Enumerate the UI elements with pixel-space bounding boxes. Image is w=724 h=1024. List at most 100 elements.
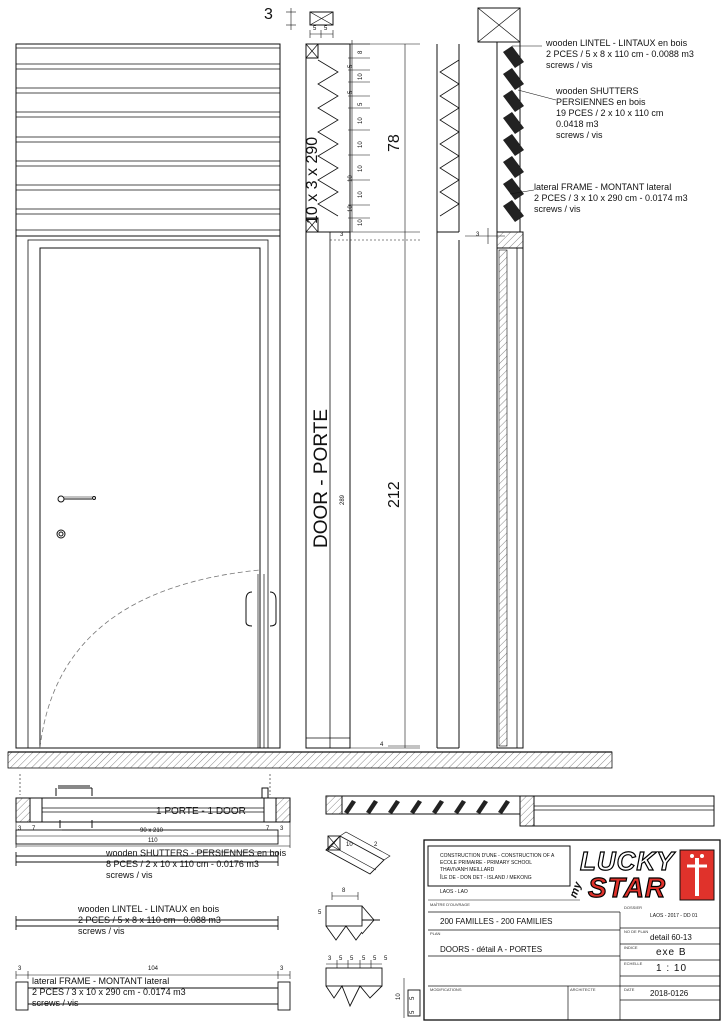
part-frame-sec-dim: 5 [384, 956, 388, 962]
section-detail [477, 7, 524, 749]
tb-date-label: DATE [624, 987, 635, 992]
shutter-dim: 10 [348, 175, 354, 182]
tb-owner-label: MAÎTRE D'OUVRAGE [430, 902, 470, 907]
part-frame-sec-dim: 5 [339, 956, 343, 962]
tb-indice: exe B [656, 947, 687, 958]
door-label: DOOR - PORTE [311, 409, 332, 548]
title-block-frame [423, 839, 721, 1021]
section-frame [305, 11, 351, 749]
tb-indice-label: INDICE [624, 945, 638, 950]
plan-dim-3-left: 3 [18, 826, 22, 832]
part-frame-side-dim: 5 [410, 996, 416, 1000]
part-frame-dim-3b: 3 [280, 966, 284, 972]
callout-shutters-line2: PERSIENNES en bois [556, 97, 646, 107]
plan-dim-7-left: 7 [32, 826, 36, 832]
tb-project-line3: THAVIVANH MEILLARD [440, 867, 495, 873]
shutter-dim: 10 [358, 141, 364, 148]
tb-plan: DOORS - détail A - PORTES [440, 945, 543, 954]
part-shutter [15, 829, 391, 875]
part-shutters-sec-dim: 2 [374, 842, 378, 848]
shutter-dim: 8 [358, 50, 364, 54]
callout-shutters-line4: 0.0418 m3 [556, 119, 599, 129]
part-shutters-line1: wooden SHUTTERS - PERSIENNES en bois [106, 848, 287, 858]
part-frame-line3: screws / vis [32, 998, 79, 1008]
shutter-slats [16, 47, 280, 231]
tb-no-plan-label: NO DE PLAN [624, 929, 649, 934]
callout-lintel-line3: screws / vis [546, 60, 593, 70]
shutter-dim: 5 [348, 64, 354, 68]
dim-289: 289 [340, 494, 346, 505]
tb-architect-label: ARCHITECTE [570, 987, 596, 992]
dim-3-mid-b: 3 [476, 232, 480, 238]
logo-lucky: LUCKY [579, 845, 675, 876]
shutter-dim: 10 [358, 73, 364, 80]
tb-plan-label: PLAN [430, 931, 441, 936]
plan-dim-3-right: 3 [280, 826, 284, 832]
part-frame-dim-104: 104 [148, 966, 159, 972]
floor-slab [7, 751, 613, 769]
part-shutters-sec-dim: 10 [346, 842, 353, 848]
part-lintel-sec-dim: 8 [342, 888, 346, 894]
part-frame-sec-dim: 3 [328, 956, 332, 962]
part-frame-line2: 2 PCES / 3 x 10 x 290 cm - 0.0174 m3 [32, 987, 186, 997]
tb-date: 2018-0126 [650, 989, 689, 998]
frame-size-label: 10 x 3 x 290 [304, 136, 321, 224]
logo-mascot [679, 849, 715, 901]
plan-dim-110: 110 [148, 838, 158, 844]
callout-frame-line1: lateral FRAME - MONTANT lateral [534, 182, 672, 192]
dim-4: 4 [380, 742, 384, 748]
shutter-dim: 10 [358, 165, 364, 172]
callout-frame-line3: screws / vis [534, 204, 581, 214]
part-frame-sec-dim: 5 [350, 956, 354, 962]
part-lintel-line1: wooden LINTEL - LINTAUX en bois [78, 904, 220, 914]
shutter-dim: 5 [348, 90, 354, 94]
tb-echelle-label: ECHELLE [624, 961, 643, 966]
dimension-chains [286, 8, 420, 749]
part-frame [15, 960, 421, 1018]
plan-strip [325, 795, 715, 827]
dim-3-mid-a: 3 [340, 232, 344, 238]
shutter-dim: 10 [358, 219, 364, 226]
tb-echelle: 1 : 10 [656, 963, 688, 974]
callout-shutters-line3: 19 PCES / 2 x 10 x 110 cm [556, 108, 664, 118]
part-lintel-line2: 2 PCES / 5 x 8 x 110 cm - 0.088 m3 [78, 915, 221, 925]
part-frame-dim-3a: 3 [18, 966, 22, 972]
tb-no-plan: detail 60-13 [650, 933, 692, 942]
dim-78: 78 [386, 134, 403, 152]
callout-shutters-line1: wooden SHUTTERS [556, 86, 639, 96]
shutter-dim: 10 [358, 191, 364, 198]
part-lintel-sec-dim: 5 [318, 910, 322, 916]
dim-5a: 5 [313, 26, 317, 32]
tb-dossier: LAOS - 2017 - DD 01 [650, 913, 698, 919]
door-plan [15, 774, 291, 848]
callout-lintel-line1: wooden LINTEL - LINTAUX en bois [546, 38, 688, 48]
tb-project-line5: LAOS - LAO [440, 889, 468, 895]
shutter-dim: 10 [358, 117, 364, 124]
tb-project-line1: CONSTRUCTION D'UNE - CONSTRUCTION OF A [440, 853, 555, 859]
dim-3-top: 3 [264, 6, 273, 23]
part-shutters-line3: screws / vis [106, 870, 153, 880]
plan-dim-90x210: 90 x 210 [140, 828, 164, 834]
door-elevation [15, 43, 281, 749]
part-frame-side-dim: 5 [410, 1010, 416, 1014]
dim-5b: 5 [324, 26, 328, 32]
logo-star: STAR [587, 871, 667, 903]
tb-project-line2: ECOLE PRIMAIRE - PRIMARY SCHOOL [440, 860, 533, 866]
callout-lintel-line2: 2 PCES / 5 x 8 x 110 cm - 0.0088 m3 [546, 49, 694, 59]
callout-leaders [509, 45, 557, 195]
dim-212: 212 [386, 481, 403, 508]
part-frame-sec-dim: 5 [373, 956, 377, 962]
tb-dossier-label: DOSSIER [624, 905, 643, 910]
tb-modifications-label: MODIFICATIONS [430, 987, 462, 992]
shutter-dim: 5 [358, 102, 364, 106]
part-frame-side-dim: 10 [396, 993, 402, 1000]
part-lintel [15, 892, 380, 941]
part-lintel-line3: screws / vis [78, 926, 125, 936]
callout-frame-line2: 2 PCES / 3 x 10 x 290 cm - 0.0174 m3 [534, 193, 688, 203]
section-shutters [436, 44, 505, 749]
part-frame-sec-dim: 5 [362, 956, 366, 962]
callout-shutters-line5: screws / vis [556, 130, 603, 140]
part-frame-line1: lateral FRAME - MONTANT lateral [32, 976, 170, 986]
plan-title: 1 PORTE - 1 DOOR [156, 806, 246, 817]
tb-owner: 200 FAMILLES - 200 FAMILIES [440, 917, 553, 926]
